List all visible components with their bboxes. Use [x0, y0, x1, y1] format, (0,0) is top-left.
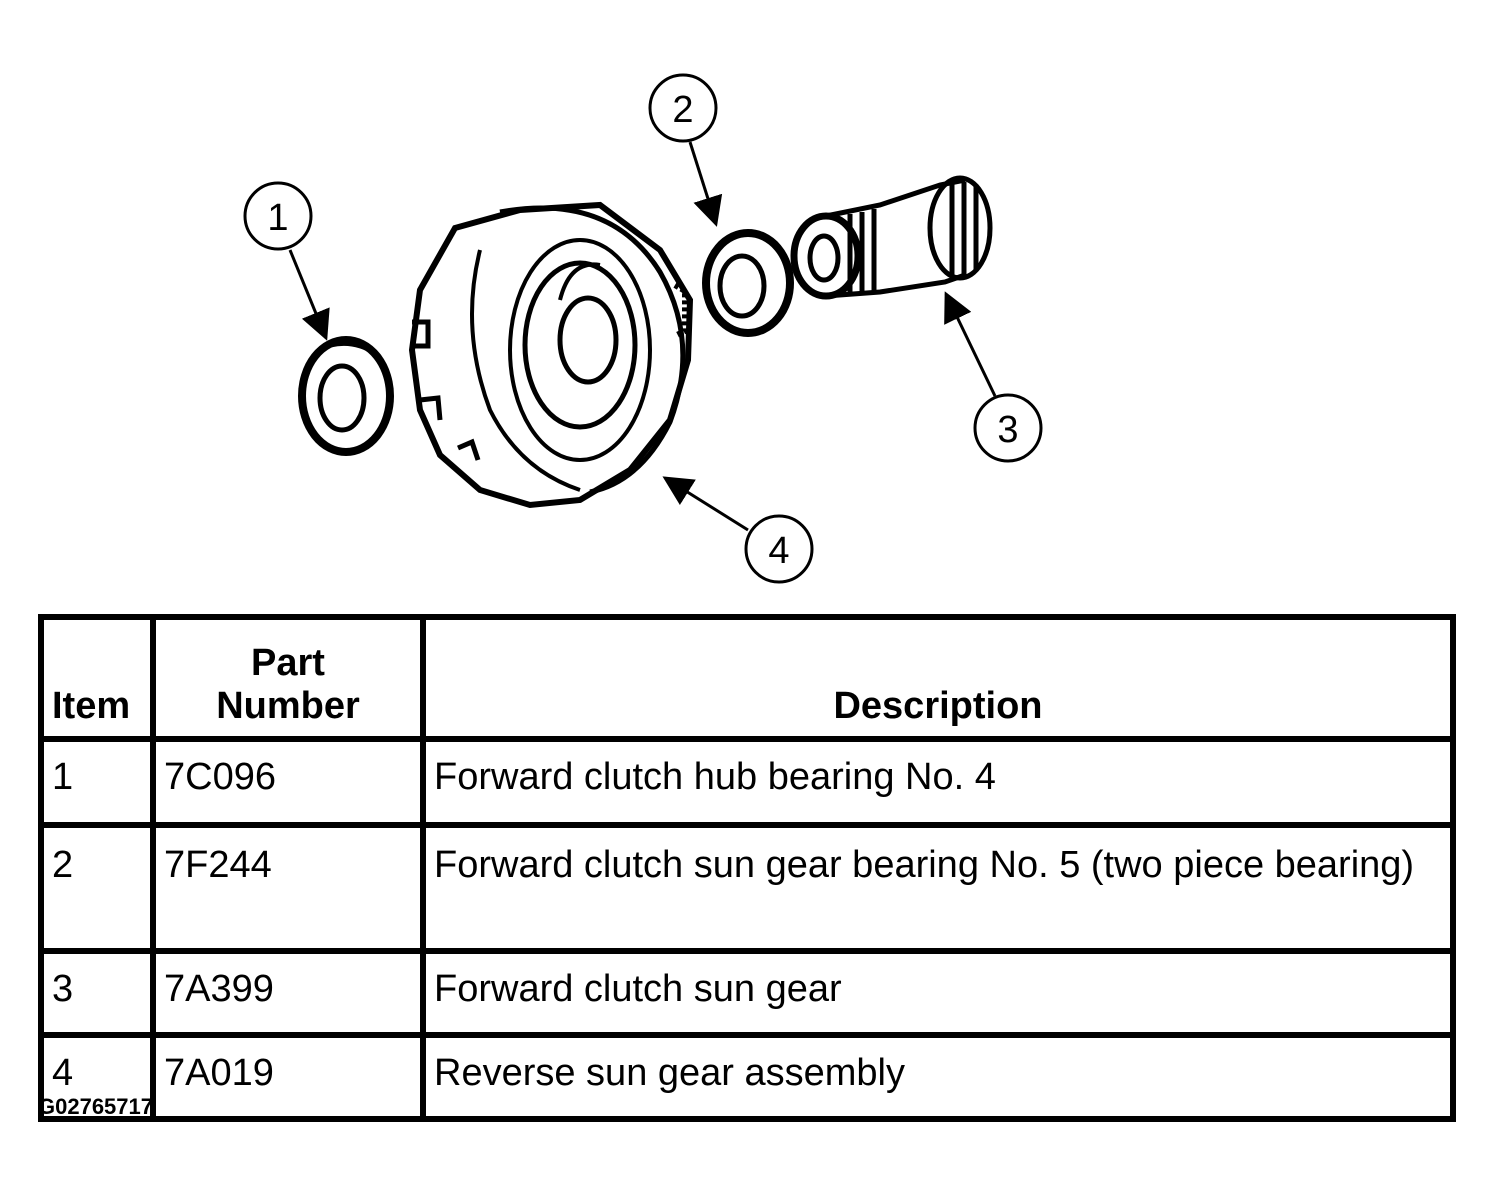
cell-part-number: 7A399 [150, 948, 426, 1038]
callout-4: 4 [744, 514, 814, 584]
cell-part-number: 7A019 [150, 1032, 426, 1122]
leader-arrow-3 [944, 291, 997, 397]
exploded-parts-diagram: 1 2 3 4 [243, 73, 1043, 584]
callout-3: 3 [973, 393, 1043, 463]
cell-description: Forward clutch hub bearing No. 4 [420, 736, 1456, 828]
leader-arrow-1 [288, 249, 330, 341]
table-row: 4 7A019 Reverse sun gear assembly [38, 1032, 1456, 1122]
svg-text:2: 2 [672, 89, 693, 131]
cell-item: 2 [38, 822, 156, 954]
callout-1: 1 [243, 181, 313, 251]
svg-text:4: 4 [768, 530, 789, 572]
header-item: Item [38, 614, 156, 742]
table-row: 3 7A399 Forward clutch sun gear [38, 948, 1456, 1038]
svg-text:1: 1 [267, 197, 288, 239]
part-4-reverse-sun-gear-assembly [408, 201, 694, 509]
cell-item: 1 [38, 736, 156, 828]
leader-arrow-4 [662, 476, 749, 532]
part-1-hub-bearing [298, 336, 394, 456]
table-row: 1 7C096 Forward clutch hub bearing No. 4 [38, 736, 1456, 828]
cell-description: Forward clutch sun gear [420, 948, 1456, 1038]
cell-description: Forward clutch sun gear bearing No. 5 (t… [420, 822, 1456, 954]
cell-item: 4 [38, 1032, 156, 1122]
leader-arrow-2 [688, 141, 723, 227]
cell-part-number: 7F244 [150, 822, 426, 954]
table-row: 2 7F244 Forward clutch sun gear bearing … [38, 822, 1456, 954]
cell-item: 3 [38, 948, 156, 1038]
header-description: Description [420, 614, 1456, 742]
part-2-sun-gear-bearing [702, 229, 794, 337]
figure-id: G02765717 [38, 1094, 153, 1119]
cell-part-number: 7C096 [150, 736, 426, 828]
svg-text:3: 3 [997, 409, 1018, 451]
callout-2: 2 [648, 73, 718, 143]
cell-description: Reverse sun gear assembly [420, 1032, 1456, 1122]
part-3-forward-clutch-sun-gear [790, 175, 993, 300]
